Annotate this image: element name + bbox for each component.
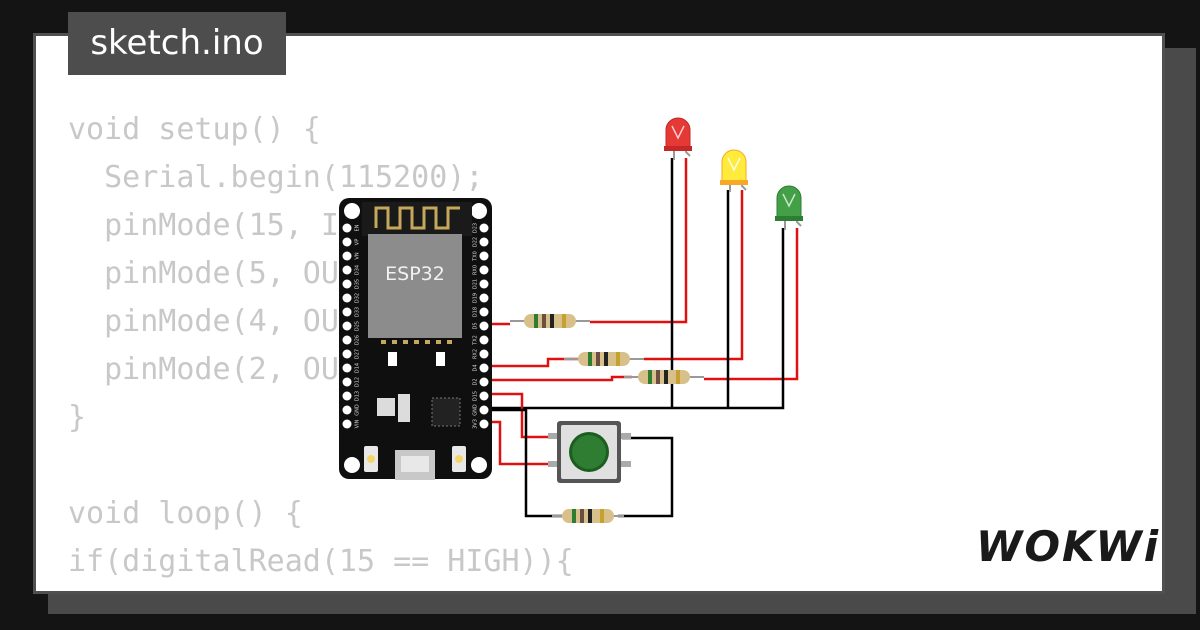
- pushbutton[interactable]: [548, 421, 631, 483]
- resistor[interactable]: [510, 314, 590, 328]
- pin-d34[interactable]: [342, 265, 352, 275]
- pin-d25[interactable]: [342, 321, 352, 331]
- pin-d15[interactable]: [479, 391, 489, 401]
- pin-label: D35: [355, 279, 361, 289]
- wire-yellow-led[interactable]: [483, 357, 578, 368]
- pin-label: TX2: [473, 335, 479, 346]
- chip-label: ESP32: [385, 263, 445, 285]
- pin-tx0[interactable]: [479, 251, 489, 261]
- pin-d32[interactable]: [342, 293, 352, 303]
- pin-d26[interactable]: [342, 335, 352, 345]
- pin-label: D18: [473, 307, 479, 317]
- wokwi-logo: WOKWi: [976, 522, 1161, 571]
- esp32-board[interactable]: ESP32 ENVPVND34D35D32D33D25D26D27D14D12D…: [339, 198, 492, 480]
- wire-green-led[interactable]: [704, 228, 799, 381]
- pin-label: D4: [473, 364, 479, 371]
- pin-label: 3V3: [473, 419, 479, 429]
- pin-d19[interactable]: [479, 293, 489, 303]
- pin-tx2[interactable]: [479, 335, 489, 345]
- code-line: void loop() {: [68, 496, 303, 531]
- pin-label: EN: [355, 224, 361, 231]
- led-red[interactable]: [664, 117, 692, 160]
- pin-label: D12: [355, 377, 361, 387]
- pin-rx0[interactable]: [479, 265, 489, 275]
- pin-label: D26: [355, 335, 361, 345]
- led-green[interactable]: [775, 185, 803, 230]
- pin-label: D14: [355, 363, 361, 373]
- resistor[interactable]: [624, 370, 704, 384]
- pin-label: D32: [355, 293, 361, 303]
- pin-label: TX0: [473, 251, 479, 262]
- pin-d13[interactable]: [342, 391, 352, 401]
- pin-label: VN: [355, 252, 361, 259]
- pin-d22[interactable]: [479, 237, 489, 247]
- pin-label: D22: [473, 237, 479, 247]
- wire-button[interactable]: [483, 420, 556, 466]
- wire-green-led[interactable]: [483, 375, 632, 382]
- pin-d27[interactable]: [342, 349, 352, 359]
- led-yellow[interactable]: [720, 149, 748, 192]
- pin-gnd[interactable]: [342, 405, 352, 415]
- pin-d5[interactable]: [479, 321, 489, 331]
- pin-label: VIN: [355, 419, 361, 428]
- pin-label: GND: [355, 404, 361, 416]
- pin-label: D21: [473, 279, 479, 289]
- wire-ground[interactable]: [483, 228, 785, 410]
- pin-label: D34: [355, 265, 361, 275]
- pin-label: RX2: [473, 349, 479, 359]
- pin-rx2[interactable]: [479, 349, 489, 359]
- pin-gnd[interactable]: [479, 405, 489, 415]
- pin-d21[interactable]: [479, 279, 489, 289]
- wires: [483, 158, 799, 518]
- pin-label: D15: [473, 391, 479, 401]
- resistor[interactable]: [552, 509, 624, 523]
- pin-label: GND: [473, 404, 479, 416]
- file-tab[interactable]: sketch.ino: [68, 12, 286, 75]
- pin-label: D19: [473, 293, 479, 303]
- code-line: Serial.begin(115200);: [68, 160, 484, 195]
- resistor[interactable]: [564, 352, 644, 366]
- pin-label: D5: [473, 322, 479, 329]
- pin-d18[interactable]: [479, 307, 489, 317]
- code-line: if(digitalRead(15 == HIGH)){: [68, 544, 574, 579]
- pin-label: D2: [473, 378, 479, 385]
- pin-vin[interactable]: [342, 419, 352, 429]
- pin-d23[interactable]: [479, 223, 489, 233]
- wire-button[interactable]: [483, 392, 556, 439]
- pin-d4[interactable]: [479, 363, 489, 373]
- pin-d33[interactable]: [342, 307, 352, 317]
- wire-button-resistor[interactable]: [483, 408, 562, 518]
- pin-en[interactable]: [342, 223, 352, 233]
- pin-label: D33: [355, 307, 361, 317]
- pin-label: D25: [355, 321, 361, 331]
- pin-d14[interactable]: [342, 363, 352, 373]
- wire-yellow-led[interactable]: [644, 190, 744, 361]
- pin-d35[interactable]: [342, 279, 352, 289]
- wire-button-resistor[interactable]: [618, 436, 674, 518]
- pin-3v3[interactable]: [479, 419, 489, 429]
- pin-label: D27: [355, 349, 361, 359]
- pin-vn[interactable]: [342, 251, 352, 261]
- pin-d2[interactable]: [479, 377, 489, 387]
- pin-vp[interactable]: [342, 237, 352, 247]
- wire-red-led[interactable]: [590, 158, 688, 324]
- pin-label: D13: [355, 391, 361, 401]
- pin-d12[interactable]: [342, 377, 352, 387]
- pin-label: D23: [473, 223, 479, 233]
- code-line: }: [68, 400, 87, 435]
- pin-label: RX0: [473, 265, 479, 275]
- code-line: void setup() {: [68, 112, 321, 147]
- pin-label: VP: [355, 239, 361, 245]
